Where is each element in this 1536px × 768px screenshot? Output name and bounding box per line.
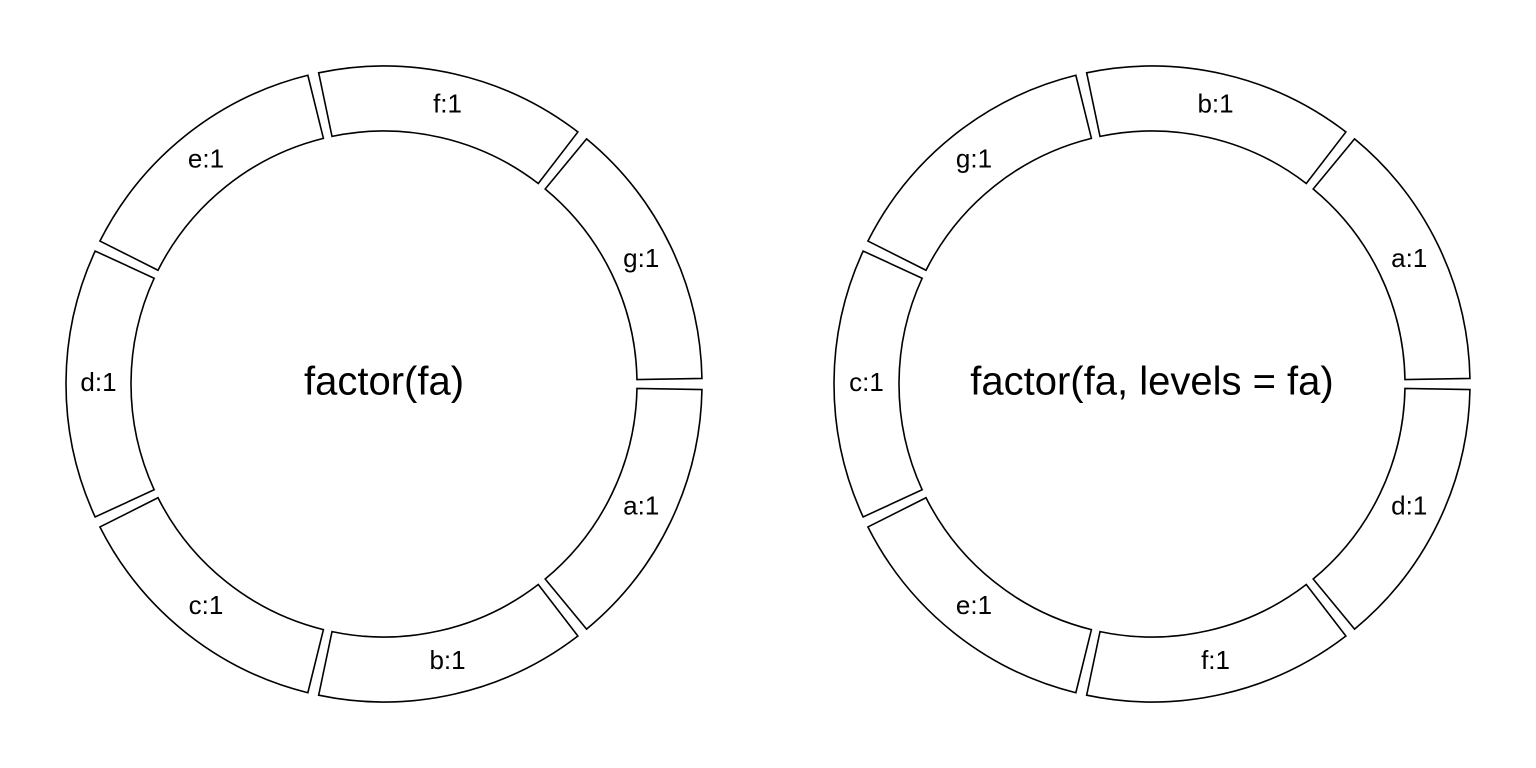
sector-label-g: g:1 <box>623 243 659 273</box>
center-label-factor-fa: factor(fa) <box>304 360 464 404</box>
sector-g <box>544 137 703 381</box>
sector-label-g: g:1 <box>956 144 992 174</box>
sector-label-f: f:1 <box>1201 645 1230 675</box>
ring-factor-fa-levels: d:1 f:1 e:1 c:1 g:1 b:1 a:1 factor(fa, levels … <box>833 65 1471 703</box>
sector-b <box>1085 65 1348 185</box>
sector-label-a: a:1 <box>1391 243 1427 273</box>
sector-label-a: a:1 <box>623 491 659 521</box>
sector-f <box>317 65 580 185</box>
sector-d <box>65 249 156 519</box>
sector-a <box>1312 137 1471 381</box>
sector-g <box>866 74 1093 272</box>
center-label-factor-fa-levels: factor(fa, levels = fa) <box>970 360 1333 404</box>
sector-b <box>317 583 580 703</box>
sector-label-e: e:1 <box>188 144 224 174</box>
sector-label-c: c:1 <box>849 367 884 397</box>
sector-f <box>1085 583 1348 703</box>
sector-label-d: d:1 <box>1391 491 1427 521</box>
sector-label-c: c:1 <box>189 590 224 620</box>
sector-label-f: f:1 <box>433 89 462 119</box>
sector-a <box>544 387 703 631</box>
sector-e <box>866 496 1093 694</box>
sector-c <box>98 496 325 694</box>
sector-label-e: e:1 <box>956 590 992 620</box>
sector-label-b: b:1 <box>1197 89 1233 119</box>
sector-c <box>833 249 924 519</box>
sector-d <box>1312 387 1471 631</box>
sector-e <box>98 74 325 272</box>
sector-label-b: b:1 <box>429 645 465 675</box>
sector-label-d: d:1 <box>80 367 116 397</box>
ring-factor-fa: a:1 b:1 c:1 d:1 e:1 f:1 g:1 factor(fa) <box>65 65 703 703</box>
